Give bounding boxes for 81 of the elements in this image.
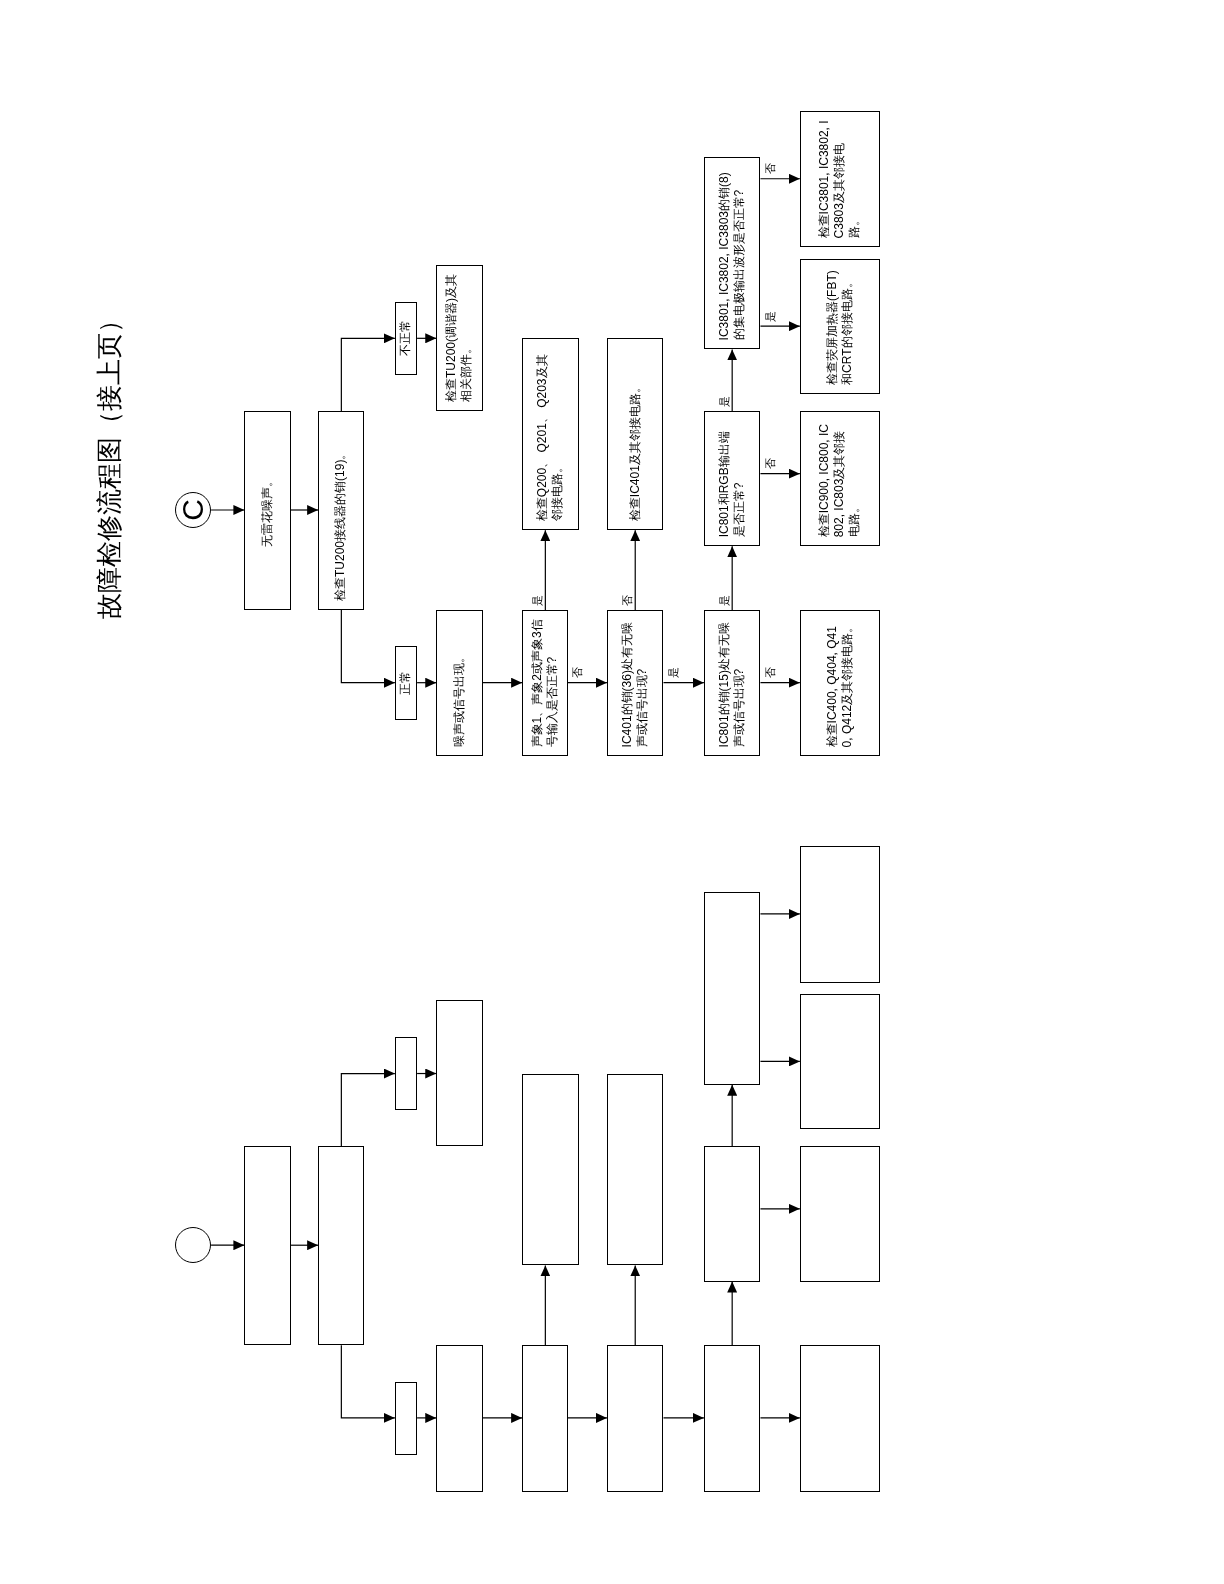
empty-box [799,1345,880,1492]
arrow [416,677,437,688]
connector-circle: C [174,491,212,529]
process-box: 检查TU200接线器的销(19)。 [318,411,364,610]
arrow [566,677,608,688]
arrow [340,333,396,412]
arrow [727,348,738,412]
decision-box: IC801的销(15)处有无噪声或信号出现? [703,610,761,757]
edge-label: 否 [764,667,776,679]
process-box: 无雷花噪声。 [244,411,291,610]
connector-circle [174,1227,212,1264]
arrow [759,1203,801,1214]
process-box: 检查IC3801, IC3802, IC3803及其邻接电路。 [799,111,880,248]
arrow [210,505,245,515]
arrow [727,1084,738,1147]
decision-box: 声象1、声象2或声象3信号输入是否正常? [522,610,568,757]
empty-box [799,846,880,983]
empty-box [703,1345,761,1492]
edge-label: 否 [764,163,776,175]
condition-box: 不正常 [394,302,418,375]
arrow [727,1280,738,1346]
empty-box [522,1073,579,1266]
process-box: 检查IC900, IC800, IC802, IC803及其邻接电路。 [799,411,880,547]
arrow [759,677,801,688]
arrow [727,545,738,611]
empty-box [522,1345,568,1492]
arrow [416,1068,437,1079]
process-box: 检查Q200、 Q201、 Q203及其邻接电路。 [522,338,579,531]
edge-label: 是 [531,595,543,607]
empty-box [436,999,483,1147]
condition-box: 正常 [394,646,418,721]
edge-label: 否 [621,595,633,607]
process-box: 检查荧屏加热器(FBT)和CRT的邻接电路。 [799,258,880,394]
arrow [290,505,319,515]
arrow [540,529,551,611]
arrow [340,609,396,688]
decision-box: IC401的销(36)处有无噪声或信号出现? [606,610,664,757]
empty-box [799,993,880,1130]
empty-box [606,1073,664,1266]
empty-box [318,1146,364,1346]
arrow [566,1412,608,1423]
arrow [416,333,437,344]
arrow [759,173,801,184]
edge-label: 否 [764,458,776,470]
arrow [340,1068,396,1147]
arrow [630,529,641,611]
arrow [662,677,705,688]
process-box: 检查TU200(调谐器)及其相关部件。 [436,264,483,412]
empty-box [799,1146,880,1282]
arrow [290,1240,319,1251]
arrow [759,1412,801,1423]
arrow [540,1264,551,1346]
arrow [630,1264,641,1346]
decision-box: IC801和RGB输出端是否正常? [703,411,761,547]
empty-box [703,891,761,1085]
process-box: 检查IC401及其邻接电路。 [606,338,664,531]
arrow [662,1412,705,1423]
edge-label: 否 [571,667,583,679]
empty-box [244,1146,291,1346]
arrow [759,468,801,479]
process-box: 检查IC400, Q404, Q410, Q412及其邻接电路。 [799,610,880,757]
empty-box [606,1345,664,1492]
arrow [759,908,801,919]
arrow [482,677,523,688]
arrow [759,321,801,332]
empty-box [394,1381,418,1456]
decision-box: IC3801, IC3802, IC3803的销(8)的集电极输出波形是否正常? [703,156,761,350]
edge-label: 是 [718,396,730,408]
empty-box [436,1345,483,1492]
empty-box [703,1146,761,1282]
process-box: 噪声或信号出现。 [436,610,483,757]
arrow [759,1056,801,1067]
edge-label: 是 [764,310,776,322]
edge-label: 是 [718,595,730,607]
edge-label: 是 [667,667,679,679]
arrow [482,1412,523,1423]
title: 故障检修流程图（接上页） [94,306,124,619]
empty-box [394,1037,418,1110]
arrow [416,1412,437,1423]
arrow [340,1344,396,1423]
arrow [210,1240,245,1251]
